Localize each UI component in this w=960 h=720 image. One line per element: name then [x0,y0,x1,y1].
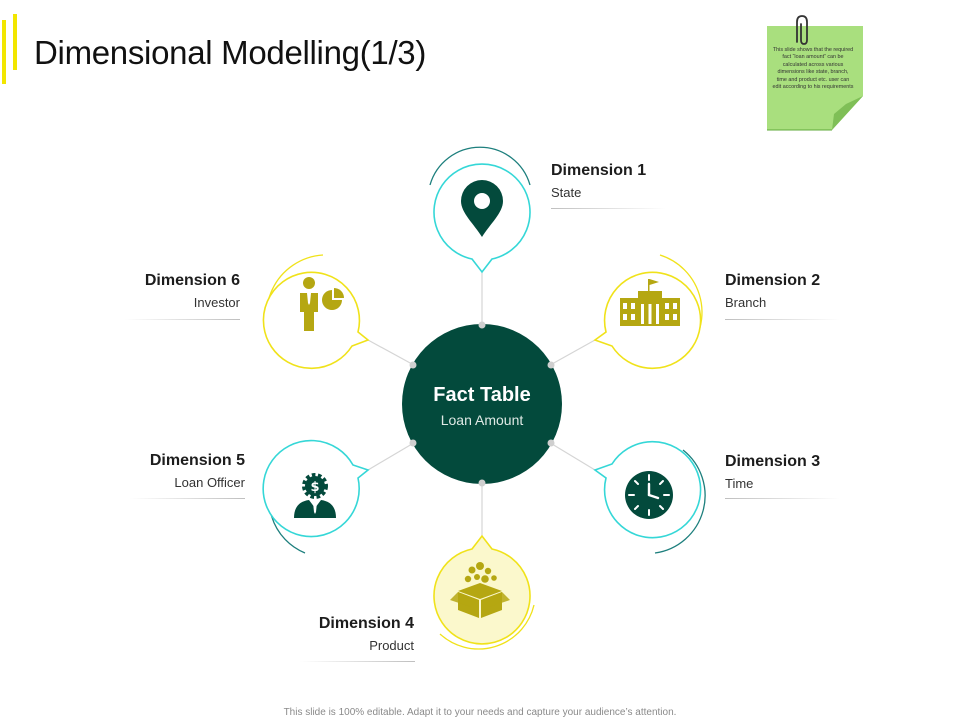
dimension-1-title: Dimension 1 [551,162,647,179]
dimension-4-underline [300,661,415,662]
money-gear-person-icon: $ [294,473,336,518]
sticky-note [767,15,863,131]
map-pin-icon [461,180,503,237]
dimension-4-subtitle: Product [369,638,414,653]
fact-table-title: Fact Table [433,384,531,406]
dimension-5-bubble[interactable] [262,439,370,554]
dimension-4-title: Dimension 4 [318,615,414,632]
dimension-3-underline [725,498,840,499]
accent-bar-right [13,14,17,70]
accent-bar-left [2,20,6,84]
dimension-2-underline [725,319,840,320]
dimension-5-underline [130,498,245,499]
product-box-icon [450,562,510,618]
dimension-6-subtitle: Investor [193,295,240,310]
connector-lines [367,272,596,540]
fact-table-node[interactable] [402,324,562,484]
dimension-1-subtitle: State [551,185,582,200]
dimension-6-title: Dimension 6 [144,272,240,289]
investor-chart-icon [300,277,344,331]
bank-building-icon [620,279,680,326]
connector-dots [409,321,555,487]
dimension-6-underline [125,319,240,320]
dimension-3-subtitle: Time [725,476,754,491]
dimension-2-title: Dimension 2 [725,272,821,289]
dimension-3-title: Dimension 3 [725,453,821,470]
dimension-5-title: Dimension 5 [149,452,245,469]
dimension-1-underline [551,208,666,209]
fact-table-subtitle: Loan Amount [440,412,524,428]
footer-note: This slide is 100% editable. Adapt it to… [283,707,677,718]
dimension-5-subtitle: Loan Officer [174,475,245,490]
sticky-note-text: This slide shows that the required fact … [772,47,854,91]
paperclip-icon [796,15,808,45]
dimension-2-subtitle: Branch [725,295,767,310]
clock-icon [625,471,673,519]
page-title: Dimensional Modelling(1/3) [34,34,427,71]
svg-text:$: $ [310,480,319,495]
